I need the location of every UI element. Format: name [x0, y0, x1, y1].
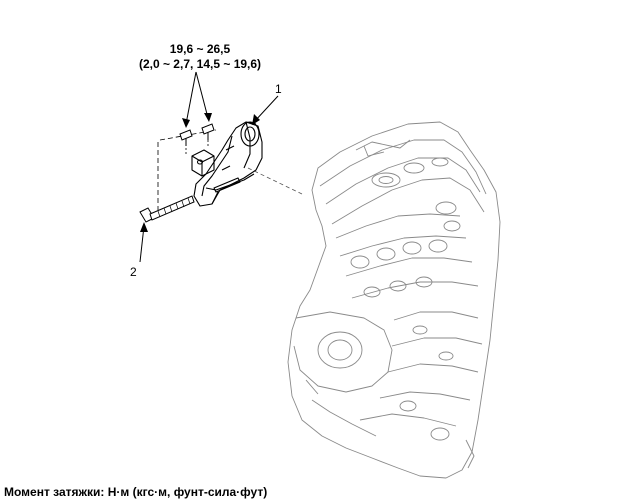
- arrowhead-left: [182, 118, 190, 128]
- torque-spec-nm: 19,6 ~ 26,5: [169, 42, 231, 56]
- arrowhead-right: [204, 113, 212, 122]
- engine-block: [287, 121, 501, 479]
- upper-bolt-left: [179, 129, 193, 146]
- upper-bolts: [179, 123, 215, 146]
- torque-units-caption: Момент затяжки: Н·м (кгс·м, фунт-сила·фу…: [4, 485, 268, 499]
- upper-bolt-right: [201, 123, 215, 140]
- torque-leader-lines: [185, 71, 209, 125]
- arrowhead-part2: [140, 222, 148, 232]
- torque-spec-alt-units: (2,0 ~ 2,7, 14,5 ~ 19,6): [138, 57, 262, 71]
- assembly-guide-line: [247, 167, 303, 195]
- long-bolt: [139, 195, 195, 223]
- callout-part1: 1: [275, 82, 282, 96]
- leader-line-part1: [253, 95, 279, 123]
- mounting-bracket: [157, 121, 263, 210]
- callout-part2: 2: [130, 265, 137, 279]
- arrowhead-part1: [252, 114, 260, 125]
